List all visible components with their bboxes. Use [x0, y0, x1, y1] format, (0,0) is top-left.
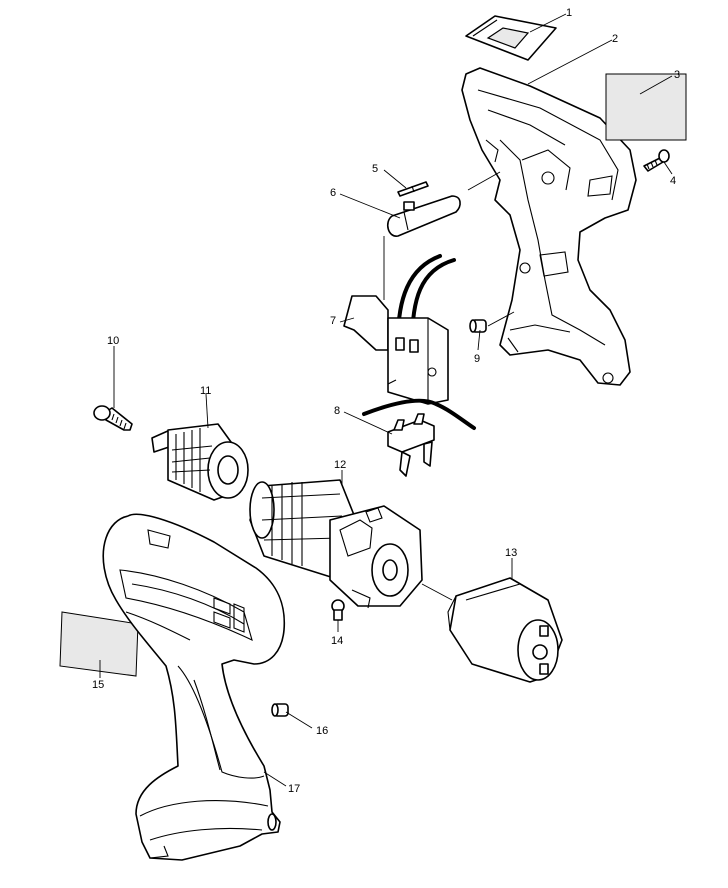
- part-4-screw: [643, 149, 670, 172]
- part-9-pin: [469, 319, 487, 333]
- part-number-3: 3: [674, 69, 680, 81]
- part-13-motor: [447, 577, 563, 683]
- part-number-10: 10: [107, 335, 119, 347]
- part-2-housing-right: [461, 67, 637, 386]
- part-12-gear-assembly: [249, 479, 423, 609]
- part-number-9: 9: [474, 353, 480, 365]
- part-number-8: 8: [334, 405, 340, 417]
- part-6-switch-lever: [386, 195, 461, 237]
- part-numbers: 1 2 3 4 5 6 7 8 9 10 11 12 13 14 15 16 1…: [92, 7, 680, 795]
- part-7-switch: [343, 254, 476, 430]
- part-number-13: 13: [505, 547, 517, 559]
- part-number-1: 1: [566, 7, 572, 19]
- leader-lines: [99, 13, 673, 787]
- part-number-11: 11: [200, 385, 211, 397]
- part-8-terminal: [387, 413, 435, 477]
- part-number-14: 14: [331, 635, 343, 647]
- part-5-clip: [397, 181, 429, 197]
- part-number-15: 15: [92, 679, 104, 691]
- part-number-5: 5: [372, 163, 378, 175]
- part-number-17: 17: [288, 783, 300, 795]
- part-number-16: 16: [316, 725, 328, 737]
- part-number-6: 6: [330, 187, 336, 199]
- part-15-label: [59, 611, 139, 677]
- part-17-housing-left: [102, 513, 286, 861]
- part-1-cover-plate: [465, 15, 557, 61]
- part-number-7: 7: [330, 315, 336, 327]
- part-number-12: 12: [334, 459, 346, 471]
- part-number-2: 2: [612, 33, 618, 45]
- part-16-pin: [271, 703, 289, 717]
- part-10-bolt: [93, 405, 133, 431]
- part-14-screw: [331, 599, 345, 621]
- part-3-label: [605, 73, 687, 141]
- part-11-drill-chuck: [151, 423, 249, 501]
- part-number-4: 4: [670, 175, 676, 187]
